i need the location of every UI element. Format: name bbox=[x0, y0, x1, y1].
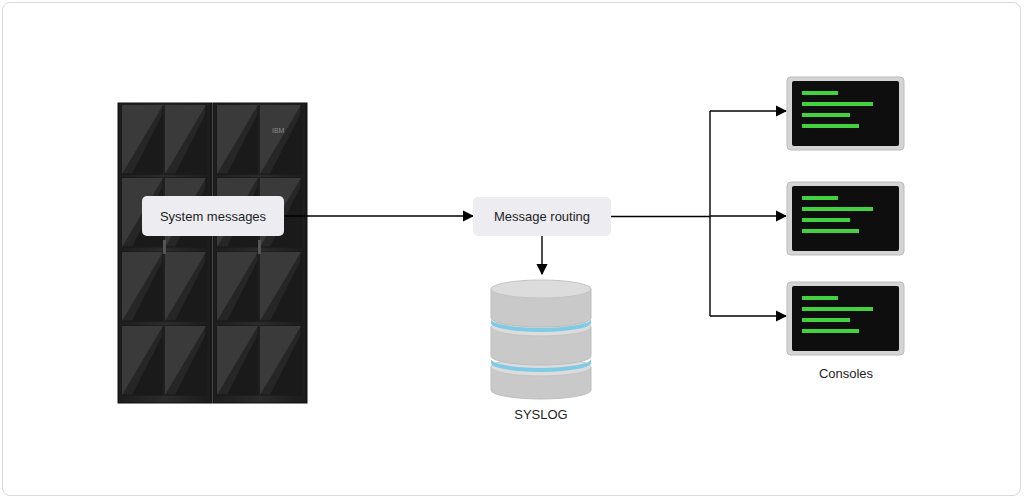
panel bbox=[260, 252, 301, 321]
cabinet bbox=[213, 103, 307, 403]
flow-arrow bbox=[542, 236, 543, 274]
panel bbox=[165, 326, 206, 395]
caption-text: Consoles bbox=[786, 366, 906, 381]
panel-facet bbox=[260, 326, 301, 395]
panel bbox=[122, 326, 163, 395]
panel-facet bbox=[122, 105, 163, 174]
connector-line bbox=[710, 315, 786, 316]
cabinet bbox=[118, 103, 212, 403]
panel-facet bbox=[122, 326, 163, 395]
process-box: Message routing bbox=[473, 197, 611, 236]
panel bbox=[122, 252, 163, 321]
panel bbox=[217, 105, 258, 174]
panel bbox=[165, 105, 206, 174]
connector-line bbox=[541, 236, 542, 274]
console-monitors bbox=[786, 76, 906, 361]
panel-facet bbox=[227, 113, 258, 174]
panel-facet bbox=[132, 260, 163, 321]
panel-facet bbox=[217, 252, 258, 321]
monitor-bezel bbox=[787, 77, 904, 150]
screen-line bbox=[802, 196, 838, 200]
connector-line bbox=[611, 216, 710, 217]
panel-facet bbox=[165, 326, 206, 395]
panel bbox=[260, 105, 301, 174]
database-cylinder: SYSLOG bbox=[486, 276, 596, 422]
panel-facet bbox=[260, 252, 301, 321]
screen-line bbox=[802, 307, 873, 311]
panel-facet bbox=[132, 334, 163, 395]
monitor-screen bbox=[792, 186, 899, 251]
screen-line bbox=[802, 318, 850, 322]
handle bbox=[163, 240, 166, 254]
panel-facet bbox=[217, 326, 258, 395]
connector-line bbox=[710, 215, 786, 216]
panel-facet bbox=[175, 260, 206, 321]
connector-line bbox=[284, 215, 473, 216]
screen-line bbox=[802, 218, 850, 222]
box-text: Message routing bbox=[494, 209, 590, 224]
panel bbox=[165, 252, 206, 321]
caption-text: SYSLOG bbox=[486, 407, 596, 422]
panel bbox=[260, 326, 301, 395]
box-text: System messages bbox=[160, 209, 266, 224]
brand-logo: IBM bbox=[272, 127, 284, 134]
screen-line bbox=[802, 91, 838, 95]
panel-facet bbox=[227, 260, 258, 321]
panel-facet bbox=[270, 334, 301, 395]
connector-line bbox=[709, 111, 710, 316]
process-box: System messages bbox=[142, 196, 284, 236]
panel-facet bbox=[132, 113, 163, 174]
screen-line bbox=[802, 229, 859, 233]
screen-line bbox=[802, 296, 838, 300]
panel bbox=[122, 105, 163, 174]
disc-band bbox=[491, 359, 591, 372]
screen-line bbox=[802, 207, 873, 211]
screen-line bbox=[802, 102, 873, 106]
handle bbox=[258, 240, 261, 254]
panel-facet bbox=[165, 105, 206, 174]
cylinder-shape bbox=[486, 276, 596, 400]
panel-facet bbox=[270, 113, 301, 174]
panel-facet bbox=[122, 252, 163, 321]
panel bbox=[217, 252, 258, 321]
flow-arrow bbox=[611, 111, 786, 316]
monitor-bezel bbox=[787, 182, 904, 255]
panel-facet bbox=[175, 334, 206, 395]
screen-line bbox=[802, 113, 850, 117]
console-group: Consoles bbox=[786, 76, 906, 381]
monitor-bezel bbox=[787, 282, 904, 355]
panel-facet bbox=[175, 113, 206, 174]
screen-line bbox=[802, 329, 859, 333]
panel-facet bbox=[217, 105, 258, 174]
monitor-screen bbox=[792, 286, 899, 351]
disc-band bbox=[491, 319, 591, 332]
panel-facet bbox=[165, 252, 206, 321]
monitor-screen bbox=[792, 81, 899, 146]
panel bbox=[217, 326, 258, 395]
panel-facet bbox=[260, 105, 301, 174]
screen-line bbox=[802, 124, 859, 128]
disc-top bbox=[491, 280, 591, 298]
flow-arrow bbox=[284, 216, 473, 217]
panel-facet bbox=[270, 260, 301, 321]
panel-facet bbox=[227, 334, 258, 395]
connector-line bbox=[710, 110, 786, 111]
